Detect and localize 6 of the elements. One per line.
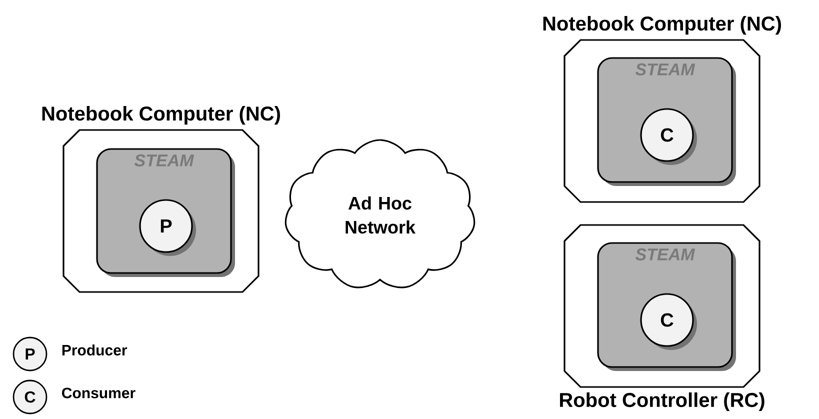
network-cloud: Ad Hoc Network [284,139,476,288]
device-heading: Notebook Computer (NC) [42,106,280,125]
legend-text: Consumer [62,388,136,398]
device-heading: Robot Controller (RC) [560,392,764,412]
legend-text: Producer [62,344,128,356]
device-heading: Notebook Computer (NC) [543,16,781,35]
